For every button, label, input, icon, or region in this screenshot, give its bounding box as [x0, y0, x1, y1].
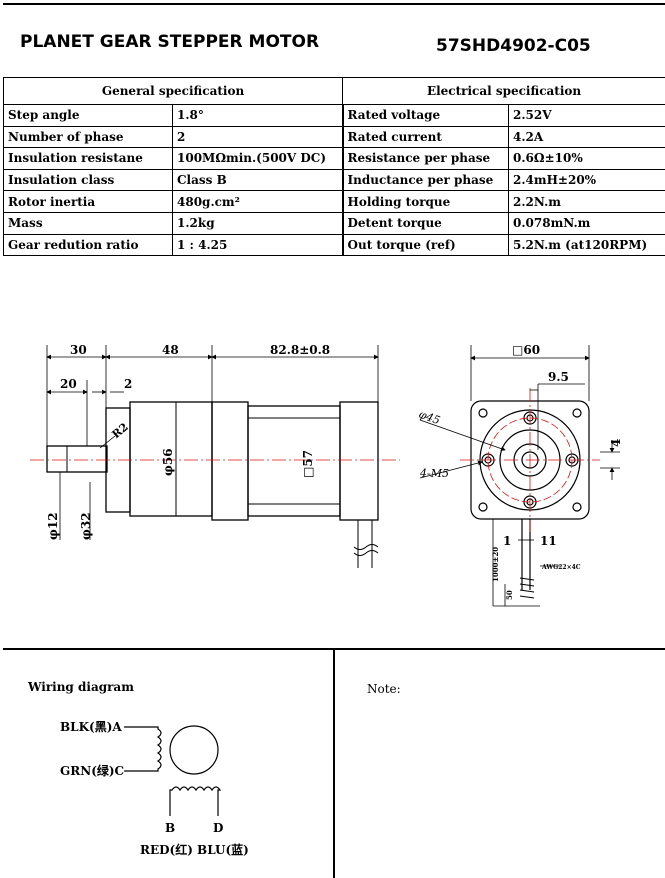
dim-82-8: 82.8±0.8 [270, 343, 330, 357]
dim-50: 50 [505, 590, 514, 600]
mount-hole [572, 408, 582, 418]
electrical-label: Inductance per phase [342, 168, 510, 192]
note-label: Note: [367, 682, 401, 696]
spec-row: Rotor inertia 480g.cm² Holding torque 2.… [3, 190, 665, 213]
awg-label: AWG22×4C [541, 564, 581, 571]
coil-b-d [169, 786, 222, 816]
dim-4-m5: 4-M5 [419, 467, 449, 480]
dim-sq57: □57 [301, 450, 315, 478]
electrical-label: Resistance per phase [342, 147, 510, 170]
general-spec-heading: General specification [2, 77, 344, 105]
general-label: Insulation class [3, 168, 173, 192]
general-label: Insulation resistane [3, 147, 173, 170]
document-title: PLANET GEAR STEPPER MOTOR [20, 32, 320, 52]
general-label: Number of phase [3, 125, 173, 149]
electrical-value: 0.078mN.m [508, 211, 665, 235]
motor-rotor-circle [169, 725, 219, 775]
wire-blk-label: BLK(黑)A [60, 720, 122, 734]
general-label: Mass [3, 211, 173, 235]
spec-header-row: General specification Electrical specifi… [2, 77, 665, 105]
wire-b-label: B [165, 821, 175, 835]
motor-end-cap [339, 401, 379, 521]
dim-lead-length: 1000±20 [491, 547, 500, 582]
spec-row: Insulation class Class B Inductance per … [3, 168, 665, 192]
dim-d12: φ12 [46, 512, 60, 540]
electrical-label: Detent torque [342, 211, 510, 235]
dim-1: 1 [503, 534, 511, 548]
top-rule [3, 3, 665, 5]
dim-d56: φ56 [161, 448, 175, 476]
side-dimensions [46, 345, 379, 540]
general-value: 1 : 4.25 [171, 233, 344, 257]
model-number: 57SHD4902-C05 [436, 36, 591, 56]
dim-30: 30 [70, 343, 87, 357]
dim-20: 20 [60, 377, 77, 391]
general-label: Gear redution ratio [3, 233, 173, 257]
specification-table: General specification Electrical specifi… [2, 77, 665, 257]
general-label: Rotor inertia [3, 190, 173, 213]
dim-9-5: 9.5 [548, 370, 569, 384]
wire-grn-label: GRN(绿)C [60, 763, 124, 778]
dim-2: 2 [124, 377, 132, 391]
electrical-value: 4.2A [508, 125, 665, 149]
general-label: Step angle [3, 104, 173, 127]
electrical-value: 2.4mH±20% [508, 168, 665, 192]
mechanical-drawing: 30 48 82.8±0.8 20 2 R2 φ56 □57 φ12 φ32 [30, 343, 623, 607]
coil-a-c [124, 726, 162, 772]
general-value: 2 [171, 125, 344, 149]
electrical-spec-heading: Electrical specification [342, 77, 665, 105]
electrical-label: Rated voltage [342, 104, 510, 127]
electrical-label: Rated current [342, 125, 510, 149]
output-shaft [46, 445, 108, 473]
general-value: 480g.cm² [171, 190, 344, 213]
dim-sq60: □60 [512, 343, 540, 357]
wire-d-label: D [213, 821, 223, 835]
electrical-value: 2.52V [508, 104, 665, 127]
spec-row: Step angle 1.8° Rated voltage 2.52V [3, 104, 665, 127]
general-value: 1.2kg [171, 211, 344, 235]
dim-11: 11 [540, 534, 557, 548]
electrical-value: 5.2N.m (at120RPM) [508, 233, 665, 257]
general-value: Class B [171, 168, 344, 192]
mount-hole [478, 502, 488, 512]
electrical-value: 0.6Ω±10% [508, 147, 665, 170]
dim-d45: φ45 [417, 408, 442, 428]
mount-hole [572, 502, 582, 512]
spec-row: Insulation resistane 100MΩmin.(500V DC) … [3, 147, 665, 170]
dim-4: 4 [609, 439, 623, 447]
spec-row: Number of phase 2 Rated current 4.2A [3, 125, 665, 149]
general-value: 1.8° [171, 104, 344, 127]
electrical-value: 2.2N.m [508, 190, 665, 213]
mount-hole [478, 408, 488, 418]
spec-row: Mass 1.2kg Detent torque 0.078mN.m [3, 211, 665, 235]
front-dimensions [419, 345, 620, 607]
electrical-label: Holding torque [342, 190, 510, 213]
wiring-diagram-title: Wiring diagram [28, 680, 134, 694]
dim-48: 48 [162, 343, 179, 357]
spec-row: Gear redution ratio 1 : 4.25 Out torque … [3, 233, 665, 257]
electrical-label: Out torque (ref) [342, 233, 510, 257]
general-value: 100MΩmin.(500V DC) [171, 147, 344, 170]
dim-d32: φ32 [79, 512, 93, 540]
motor-body [247, 405, 341, 517]
motor-flange [211, 401, 249, 521]
wire-red-blu-label: RED(红) BLU(蓝) [140, 842, 249, 857]
bottom-section-divider [333, 648, 335, 878]
side-view [46, 401, 379, 568]
wiring-diagram: BLK(黑)A GRN(绿)C B D RED(红) BLU(蓝) [60, 720, 249, 857]
